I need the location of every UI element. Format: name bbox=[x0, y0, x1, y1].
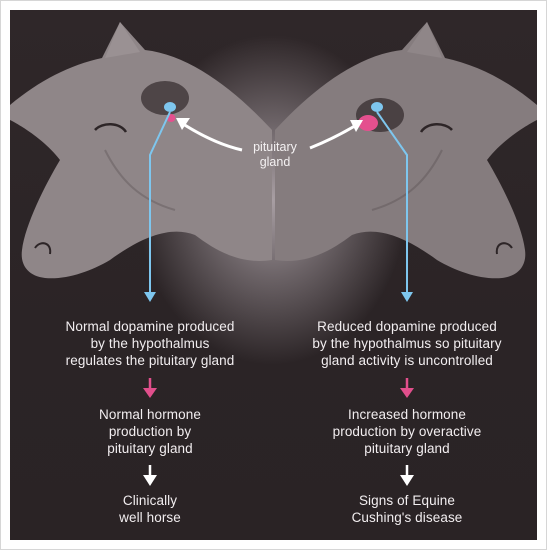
pituitary-gland-callout-label: pituitary gland bbox=[243, 140, 307, 170]
left-horse-silhouette bbox=[10, 22, 272, 278]
right-pink-arrow bbox=[400, 378, 414, 398]
right-step2-text: Increased hormone production by overacti… bbox=[297, 406, 517, 457]
right-white-arrow bbox=[400, 465, 414, 486]
left-white-arrow bbox=[143, 465, 157, 486]
right-step1-text: Reduced dopamine produced by the hypotha… bbox=[277, 318, 537, 369]
left-brain-region bbox=[141, 81, 189, 115]
right-step3-text: Signs of Equine Cushing's disease bbox=[317, 492, 497, 526]
right-dopamine-arrowhead bbox=[401, 292, 413, 302]
left-pink-arrow bbox=[143, 378, 157, 398]
left-step1-text: Normal dopamine produced by the hypothal… bbox=[20, 318, 280, 369]
horse-heads-illustration bbox=[10, 10, 537, 540]
left-dopamine-arrowhead bbox=[144, 292, 156, 302]
left-step2-text: Normal hormone production by pituitary g… bbox=[50, 406, 250, 457]
right-hypothalamus bbox=[371, 102, 383, 112]
left-step3-text: Clinically well horse bbox=[70, 492, 230, 526]
diagram-panel: pituitary gland Normal dopamine produced… bbox=[10, 10, 537, 540]
left-hypothalamus bbox=[164, 102, 176, 112]
left-horse-head bbox=[10, 22, 272, 278]
